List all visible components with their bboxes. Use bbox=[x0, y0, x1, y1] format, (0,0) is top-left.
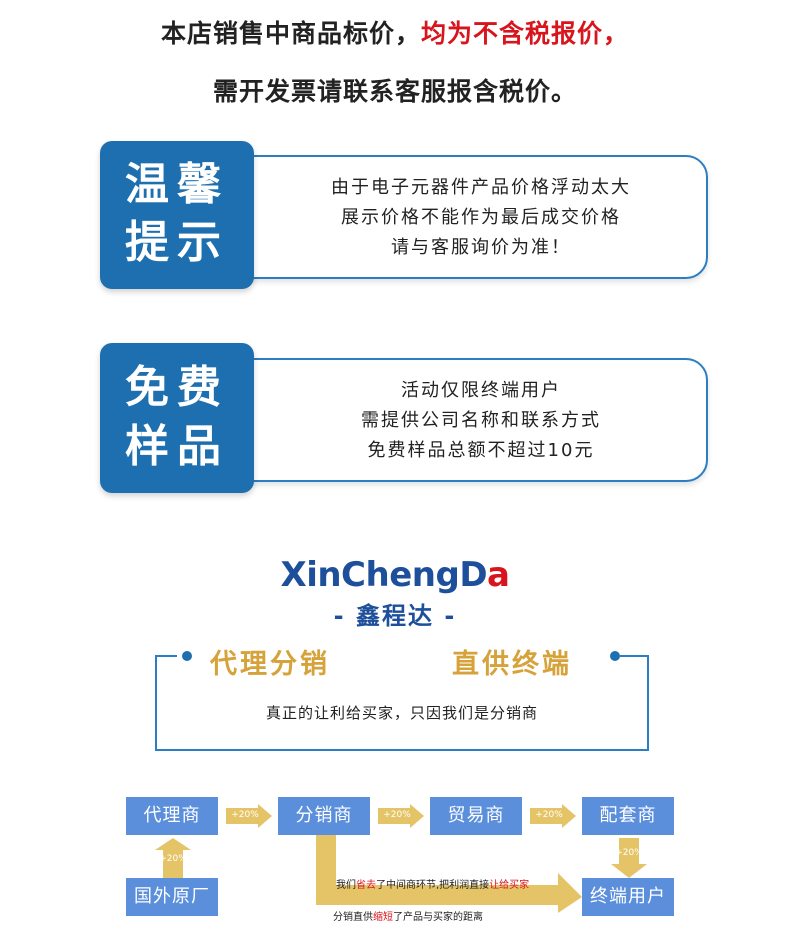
markup-label: +20% bbox=[615, 848, 643, 858]
free-sample-line: 免费样品总额不超过10元 bbox=[367, 440, 595, 461]
warm-tip-line: 请与客服询价为准！ bbox=[391, 237, 571, 258]
agent-box bbox=[155, 655, 649, 751]
warm-tip-tag-line: 温馨 bbox=[125, 159, 229, 210]
shortcut-note-2: 分销直供缩短了产品与买家的距离 bbox=[333, 908, 483, 923]
price-notice-highlight: 均为不含税报价， bbox=[421, 19, 630, 48]
brand-logo-en-highlight: a bbox=[487, 555, 510, 595]
flow-box-distributor: 分销商 bbox=[278, 797, 370, 835]
flow-arrow-down: +20% bbox=[611, 838, 647, 878]
free-sample-tag: 免费 样品 bbox=[100, 343, 254, 493]
markup-label: +20% bbox=[159, 854, 187, 864]
flow-arrow-right: +20% bbox=[226, 804, 272, 828]
warm-tip-tag-line: 提示 bbox=[125, 217, 229, 268]
note-highlight: 缩短 bbox=[373, 912, 393, 923]
markup-label: +20% bbox=[231, 810, 259, 820]
flow-box-supplier: 配套商 bbox=[582, 797, 674, 835]
warm-tip-tag: 温馨 提示 bbox=[100, 141, 254, 289]
free-sample-line: 活动仅限终端用户 bbox=[401, 380, 561, 401]
price-notice-normal: 本店销售中商品标价， bbox=[160, 19, 421, 48]
agent-dot bbox=[182, 651, 192, 661]
shortcut-note-1: 我们省去了中间商环节,把利润直接让给买家 bbox=[336, 876, 529, 891]
note-highlight: 省去 bbox=[356, 880, 376, 891]
free-sample-tag-line: 样品 bbox=[125, 421, 229, 472]
agent-dot bbox=[610, 651, 620, 661]
flow-box-end-user: 终端用户 bbox=[582, 878, 674, 916]
agent-slogan-right: 直供终端 bbox=[452, 649, 572, 680]
free-sample-card: 活动仅限终端用户 需提供公司名称和联系方式 免费样品总额不超过10元 bbox=[224, 358, 708, 482]
free-sample-line: 需提供公司名称和联系方式 bbox=[361, 410, 601, 431]
markup-label: +20% bbox=[535, 810, 563, 820]
brand-logo-en: XinChengDa bbox=[0, 555, 790, 595]
price-notice-line-2: 需开发票请联系客服报含税价。 bbox=[212, 77, 577, 106]
flow-arrow-shortcut bbox=[300, 835, 582, 915]
flow-arrow-up: +20% bbox=[155, 838, 191, 878]
free-sample-tag-line: 免费 bbox=[125, 362, 229, 413]
warm-tip-card: 由于电子元器件产品价格浮动太大 展示价格不能作为最后成交价格 请与客服询价为准！ bbox=[224, 155, 708, 279]
warm-tip-line: 展示价格不能作为最后成交价格 bbox=[341, 207, 621, 228]
agent-box-topline bbox=[620, 655, 647, 657]
flow-arrow-right: +20% bbox=[530, 804, 576, 828]
brand-logo-en-prefix: XinChengD bbox=[280, 555, 488, 595]
note-highlight: 让给买家 bbox=[489, 880, 530, 891]
agent-subtitle: 真正的让利给买家，只因我们是分销商 bbox=[265, 704, 538, 722]
agent-box-topline bbox=[155, 655, 177, 657]
flow-box-foreign: 国外原厂 bbox=[126, 878, 218, 916]
note-text: 我们 bbox=[336, 880, 356, 891]
brand-logo-cn: - 鑫程达 - bbox=[333, 602, 457, 630]
warm-tip-line: 由于电子元器件产品价格浮动太大 bbox=[331, 177, 631, 198]
price-notice-line-1: 本店销售中商品标价，均为不含税报价， bbox=[0, 14, 790, 50]
note-text: 了中间商环节,把利润直接 bbox=[376, 880, 490, 891]
flow-box-agent: 代理商 bbox=[126, 797, 218, 835]
note-text: 了产品与买家的距离 bbox=[393, 912, 483, 923]
note-text: 分销直供 bbox=[333, 912, 373, 923]
flow-box-trader: 贸易商 bbox=[430, 797, 522, 835]
flow-arrow-right: +20% bbox=[378, 804, 424, 828]
markup-label: +20% bbox=[383, 810, 411, 820]
agent-slogan-left: 代理分销 bbox=[210, 649, 330, 680]
